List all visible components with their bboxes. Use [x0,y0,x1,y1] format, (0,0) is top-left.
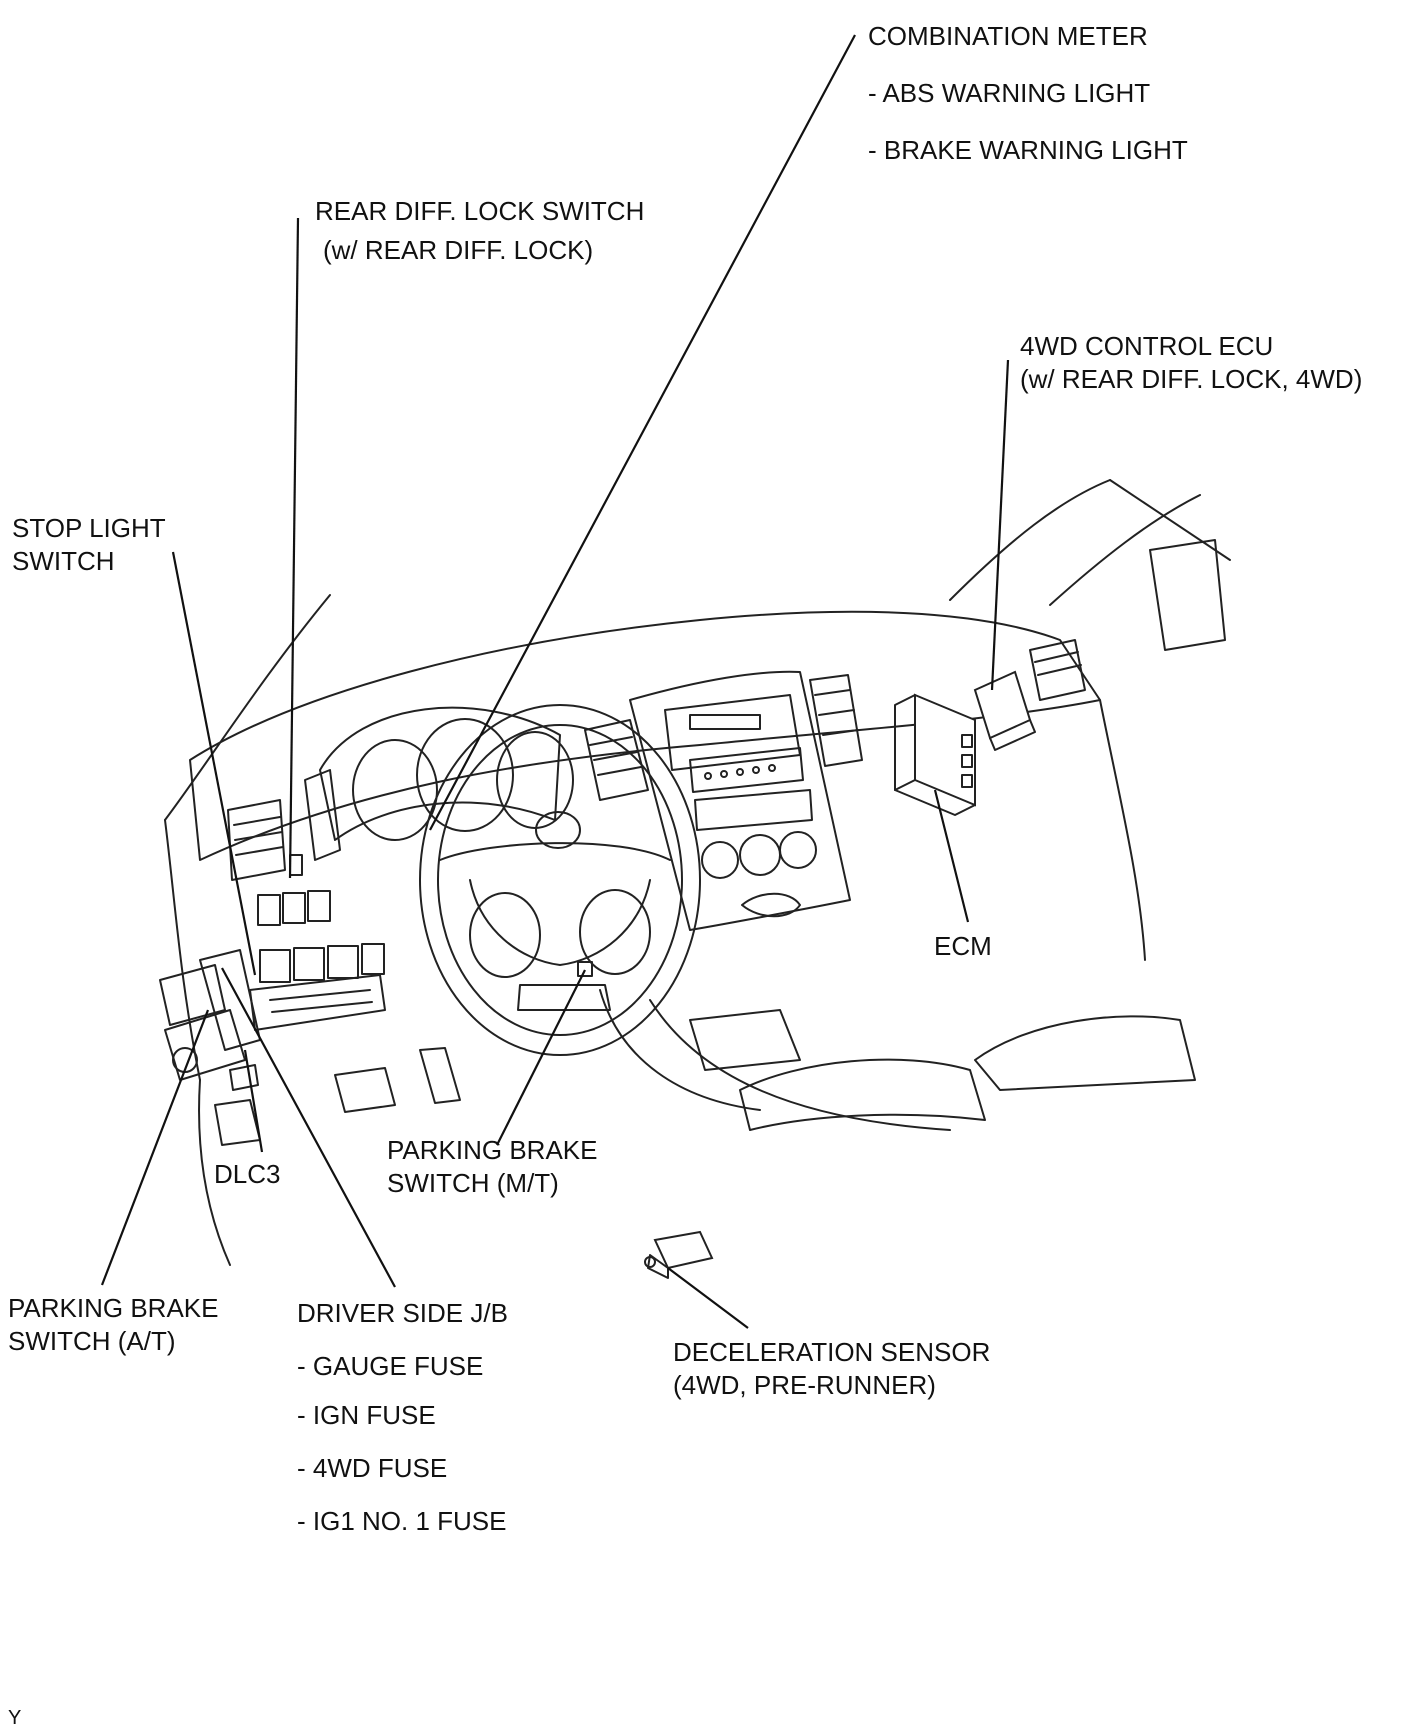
rear-diff-lock-switch-line2: (w/ REAR DIFF. LOCK) [323,235,594,265]
leader-deceleration-sensor [667,1267,749,1329]
deceleration-sensor-line1: DECELERATION SENSOR [673,1337,991,1367]
driver-side-jb-item: - IG1 NO. 1 FUSE [297,1506,507,1536]
stop-light-switch-line1: STOP LIGHT [12,513,166,543]
label-rear-diff-lock-switch: REAR DIFF. LOCK SWITCH (w/ REAR DIFF. LO… [315,195,644,267]
label-four-wd-control-ecu: 4WD CONTROL ECU (w/ REAR DIFF. LOCK, 4WD… [1020,330,1362,396]
dlc3-text: DLC3 [214,1159,281,1189]
dashboard-top [164,610,1146,1081]
label-dlc3: DLC3 [214,1158,280,1191]
leader-driver-side-jb [221,967,396,1288]
ecm-text: ECM [934,931,992,961]
label-parking-brake-switch-at: PARKING BRAKE SWITCH (A/T) [8,1292,218,1358]
driver-side-jb-assembly [159,949,261,1091]
leader-ecm [933,789,970,923]
parking-brake-switch-mt-line2: SWITCH (M/T) [387,1168,559,1198]
four-wd-ecu-box [973,670,1036,751]
combination-meter-item: - ABS WARNING LIGHT [868,78,1151,108]
leader-lines [100,34,1010,1329]
leader-parking-brake-switch-at [100,1009,210,1286]
driver-side-jb-item: - GAUGE FUSE [297,1351,484,1381]
ecm-box [894,693,976,816]
label-deceleration-sensor: DECELERATION SENSOR (4WD, PRE-RUNNER) [673,1336,990,1402]
deceleration-sensor-line2: (4WD, PRE-RUNNER) [673,1370,936,1400]
label-combination-meter: COMBINATION METER - ABS WARNING LIGHT - … [868,20,1188,167]
leader-combination-meter [429,34,856,831]
combination-meter-title: COMBINATION METER [868,21,1148,51]
corner-code-text: Y [8,1707,22,1729]
stop-light-switch-line2: SWITCH [12,546,115,576]
four-wd-control-ecu-line1: 4WD CONTROL ECU [1020,331,1274,361]
floor-and-console [198,989,1196,1266]
deceleration-sensor-part [644,1230,714,1279]
leader-four-wd-control-ecu [990,359,1010,691]
leader-parking-brake-switch-mt [496,969,586,1146]
label-parking-brake-switch-mt: PARKING BRAKE SWITCH (M/T) [387,1134,597,1200]
driver-side-jb-title: DRIVER SIDE J/B [297,1298,508,1328]
parking-brake-switch-at-line2: SWITCH (A/T) [8,1326,176,1356]
label-ecm: ECM [934,930,992,963]
parking-brake-switch-mt-line1: PARKING BRAKE [387,1135,598,1165]
right-air-vent [1029,639,1086,701]
combination-meter-item: - BRAKE WARNING LIGHT [868,135,1188,165]
parking-brake-switch-at-line1: PARKING BRAKE [8,1293,219,1323]
label-stop-light-switch: STOP LIGHT SWITCH [12,512,166,578]
leader-stop-light-switch [171,551,257,976]
label-driver-side-jb: DRIVER SIDE J/B - GAUGE FUSE - IGN FUSE … [297,1297,508,1538]
four-wd-control-ecu-line2: (w/ REAR DIFF. LOCK, 4WD) [1020,364,1363,394]
left-air-vent [227,799,286,881]
windshield-outline [164,479,1231,821]
leader-dlc3 [243,1049,264,1153]
left-switch-panel [249,854,386,1031]
driver-side-jb-item: - IGN FUSE [297,1400,436,1430]
rear-diff-lock-switch-line1: REAR DIFF. LOCK SWITCH [315,196,645,226]
driver-side-jb-item: - 4WD FUSE [297,1453,448,1483]
corner-code: Y [8,1702,21,1734]
leader-rear-diff-lock-switch [288,217,300,879]
instrument-cluster [304,706,574,861]
steering-wheel [419,704,701,1056]
center-console [584,670,863,931]
